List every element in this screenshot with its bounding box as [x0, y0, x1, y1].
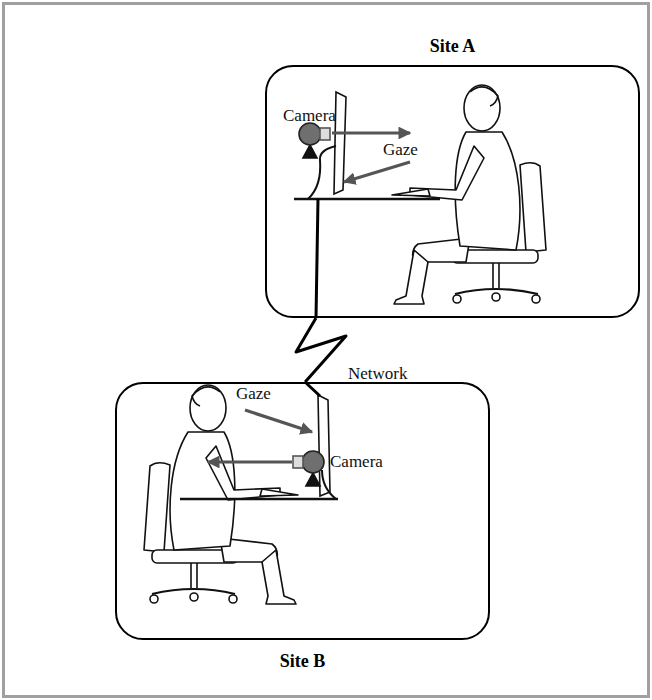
- seated-person: [392, 85, 546, 304]
- chair-wheel: [492, 293, 500, 301]
- network-cable: [316, 199, 318, 318]
- callout-label: Camera: [283, 106, 336, 126]
- seated-person: [144, 385, 298, 604]
- chair-wheel: [453, 295, 461, 303]
- camera: [302, 451, 324, 473]
- desk: [180, 498, 338, 500]
- desk: [294, 198, 440, 200]
- site-box: Site A: [265, 65, 640, 318]
- shin: [394, 250, 428, 304]
- camera-arrow: [332, 131, 410, 134]
- camera-arrow: [208, 460, 292, 463]
- chair-wheel: [532, 295, 540, 303]
- connector-label: Network: [348, 364, 407, 384]
- workstation: [180, 395, 338, 499]
- chair-post: [493, 263, 499, 288]
- camera-stand: [303, 145, 317, 158]
- head: [464, 85, 500, 131]
- chair-back: [520, 163, 546, 252]
- callout-label: Gaze: [236, 384, 271, 404]
- callout-label: Camera: [330, 452, 383, 472]
- camera-stand: [306, 473, 320, 486]
- site-heading: Site B: [117, 651, 488, 672]
- monitor-stand: [322, 470, 336, 499]
- camera-lens: [320, 128, 330, 140]
- gaze-arrow: [344, 162, 410, 182]
- camera-lens: [293, 456, 303, 468]
- network-line: [296, 318, 346, 382]
- camera: [299, 123, 321, 145]
- site-box: Site B: [115, 382, 490, 640]
- network-cable: [305, 382, 320, 396]
- callout-label: Gaze: [383, 140, 418, 160]
- keyboard: [392, 189, 430, 196]
- hair: [470, 87, 498, 106]
- gaze-arrow: [245, 410, 312, 432]
- site-heading: Site A: [267, 36, 638, 57]
